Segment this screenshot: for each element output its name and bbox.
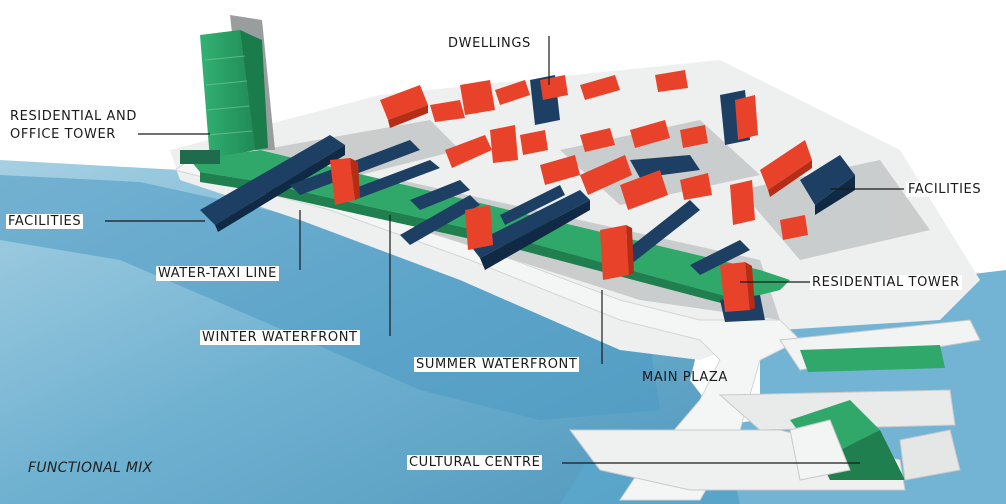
label-residential-tower: RESIDENTIAL TOWER (810, 275, 962, 290)
label-dwellings: DWELLINGS (446, 36, 533, 51)
label-water-taxi-line: WATER-TAXI LINE (156, 266, 279, 281)
label-facilities-right: FACILITIES (906, 182, 984, 197)
label-office-tower: OFFICE TOWER (8, 127, 118, 142)
facilities-blocks (200, 75, 855, 322)
waterfront-pavilion (180, 150, 220, 164)
label-residential-and: RESIDENTIAL AND (8, 109, 139, 124)
cultural-centre-buildings (789, 345, 961, 481)
caption-functional-mix: FUNCTIONAL MIX (28, 460, 153, 476)
residential-office-tower (200, 15, 275, 160)
label-facilities-left: FACILITIES (6, 214, 84, 229)
dwelling-blocks (330, 70, 812, 312)
label-summer-waterfront: SUMMER WATERFRONT (414, 357, 580, 372)
label-cultural-centre: CULTURAL CENTRE (407, 455, 543, 470)
leader-lines (105, 36, 904, 464)
label-winter-waterfront: WINTER WATERFRONT (200, 330, 360, 345)
label-main-plaza: MAIN PLAZA (642, 370, 728, 385)
